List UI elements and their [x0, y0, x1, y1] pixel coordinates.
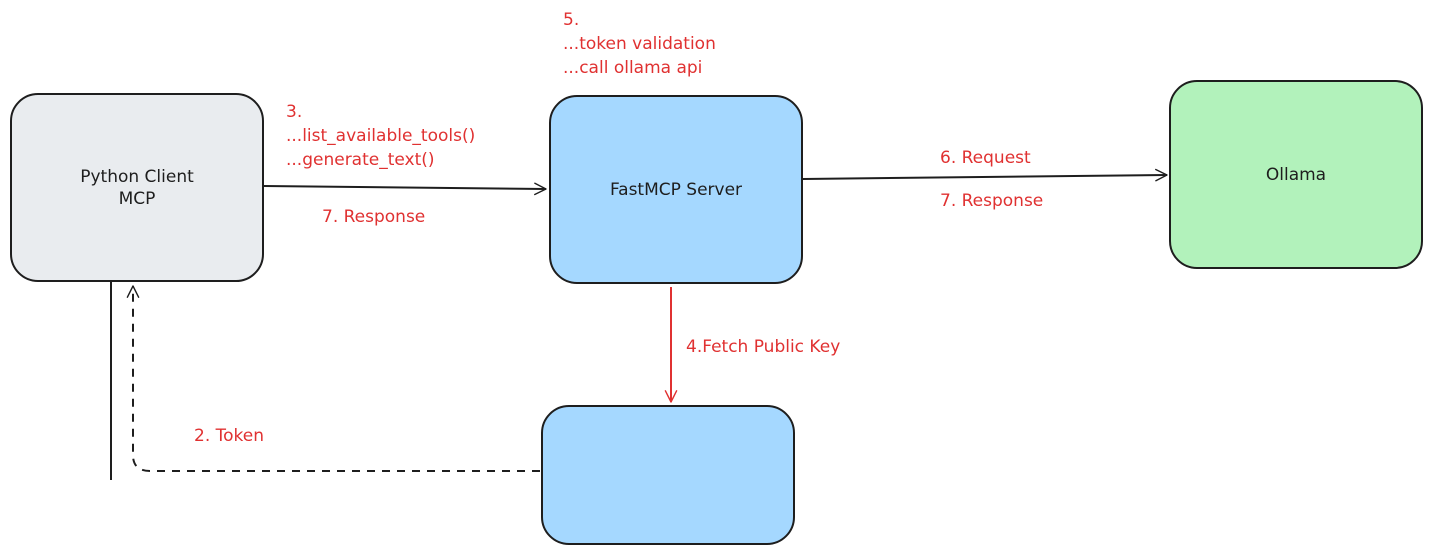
step5-line1: 5.: [563, 10, 580, 30]
step3-line2: ...list_available_tools(): [286, 126, 476, 146]
step4-fetch-public-key-label: 4.Fetch Public Key: [686, 337, 841, 357]
arrow-server-to-ollama: [802, 168, 1168, 182]
fastmcp-server-label: FastMCP Server: [609, 179, 743, 200]
python-client-subtitle: MCP: [118, 188, 156, 209]
fastmcp-server-node: FastMCP Server: [549, 95, 803, 284]
step3-annotation: 3. ...list_available_tools() ...generate…: [286, 100, 475, 172]
step7-response-right-label: 7. Response: [940, 191, 1044, 211]
ollama-node: Ollama: [1169, 80, 1423, 269]
auth-server-node: [541, 405, 795, 545]
python-client-node: Python Client MCP: [10, 93, 264, 282]
step5-line3: ...call ollama api: [563, 58, 703, 78]
arrow-client-to-server: [263, 182, 547, 196]
step7-response-left-label: 7. Response: [322, 207, 426, 227]
step3-line3: ...generate_text(): [286, 150, 435, 170]
step5-annotation: 5. ...token validation ...call ollama ap…: [563, 8, 716, 80]
step6-request-label: 6. Request: [940, 148, 1031, 168]
ollama-label: Ollama: [1265, 164, 1327, 185]
step3-line1: 3.: [286, 102, 303, 122]
step5-line2: ...token validation: [563, 34, 716, 54]
step2-token-label: 2. Token: [194, 426, 264, 446]
python-client-title: Python Client: [80, 166, 194, 187]
